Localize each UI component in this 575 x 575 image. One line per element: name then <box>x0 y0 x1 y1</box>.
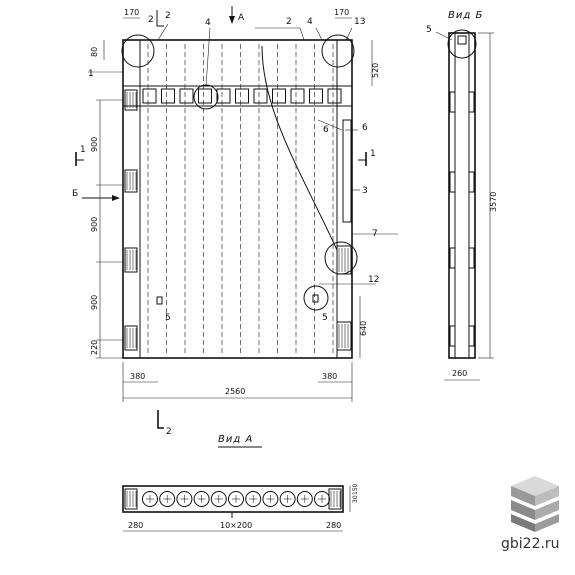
section-2-bottom-marker <box>157 410 164 429</box>
callout-5-side: 5 <box>426 25 432 35</box>
dim-220: 220 <box>90 340 99 355</box>
front-view: 2 А 1 1 Б 2 <box>72 6 432 437</box>
dim-260: 260 <box>452 369 467 378</box>
callout-1: 1 <box>88 69 94 79</box>
side-view-b: Вид Б 3570 260 <box>435 10 498 381</box>
callout-5-right: 5 <box>322 313 328 323</box>
dim-900-a: 900 <box>90 137 99 152</box>
arrow-b-head <box>112 195 120 201</box>
view-a: Вид А 280 10×200 280 30 150 <box>122 434 359 532</box>
section-1-left-label: 1 <box>80 145 86 155</box>
view-a-title: Вид А <box>218 434 253 445</box>
dim-2560: 2560 <box>225 387 245 396</box>
hollow-core-lines <box>147 44 334 356</box>
arrow-b-label: Б <box>72 189 78 199</box>
detail-circle-7 <box>324 241 358 275</box>
callout-2-left: 2 <box>148 15 154 25</box>
callout-5-left: 5 <box>165 313 171 323</box>
slab-outline <box>122 39 353 359</box>
callout-7: 7 <box>372 229 378 239</box>
detail-circle-13 <box>321 34 355 68</box>
view-a-outline <box>122 485 344 513</box>
side-outline <box>448 32 476 359</box>
detail-circle-1 <box>121 34 155 68</box>
view-a-voids <box>142 491 330 507</box>
dim-va-h1: 30 <box>352 495 359 503</box>
section-2-bottom-label: 2 <box>166 427 172 437</box>
dim-280-right: 280 <box>326 521 341 530</box>
callout-6-inner: 6 <box>323 125 329 135</box>
dim-3570: 3570 <box>489 192 498 212</box>
callout-4-right: 4 <box>307 17 313 27</box>
watermark-text: gbi22.ru <box>501 536 560 552</box>
cut-curve <box>261 45 338 251</box>
dim-900-c: 900 <box>90 295 99 310</box>
detail-circle-12 <box>303 285 329 311</box>
callout-3: 3 <box>362 186 368 196</box>
dim-170-right: 170 <box>334 8 349 17</box>
dim-80: 80 <box>90 47 99 57</box>
section-1-right-label: 1 <box>370 149 376 159</box>
arrow-a-head <box>229 16 235 24</box>
view-a-hatch <box>126 491 341 507</box>
opening-row <box>142 88 342 104</box>
callout-4-left: 4 <box>205 18 211 28</box>
dim-170-left: 170 <box>124 8 139 17</box>
right-loops <box>336 119 352 351</box>
callout-2-right: 2 <box>286 17 292 27</box>
callout-12: 12 <box>368 275 379 285</box>
leader-lines <box>88 23 398 285</box>
callout-6-outer: 6 <box>362 123 368 133</box>
dim-520: 520 <box>371 63 380 78</box>
gbi22-logo-icon <box>511 476 559 532</box>
arrow-a-label: А <box>238 13 245 23</box>
dim-280-left: 280 <box>128 521 143 530</box>
side-loops <box>449 91 475 347</box>
insert-5-left <box>156 296 163 305</box>
view-b-title: Вид Б <box>448 10 483 21</box>
section-2-top-marker <box>156 10 164 27</box>
section-2-top-label: 2 <box>165 11 171 21</box>
dim-640: 640 <box>359 321 368 336</box>
dim-va-h2: 150 <box>352 483 359 495</box>
insert-5-right <box>312 294 319 303</box>
loop-hatch <box>126 92 349 348</box>
dim-380-right: 380 <box>322 372 337 381</box>
dim-pitch: 10×200 <box>220 521 252 530</box>
left-loops <box>124 89 138 351</box>
callout-13: 13 <box>354 17 365 27</box>
side-detail-circle <box>447 29 477 59</box>
dim-left-ticks <box>96 99 124 359</box>
dim-900-b: 900 <box>90 217 99 232</box>
dim-380-left: 380 <box>130 372 145 381</box>
